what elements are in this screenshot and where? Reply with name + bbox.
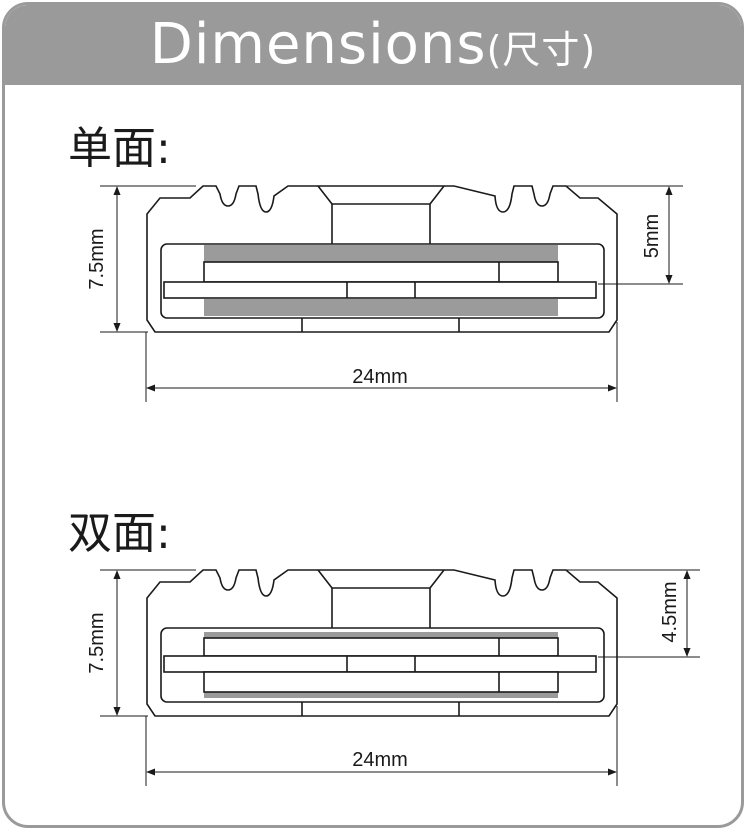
single-inner-label: 5mm [641, 214, 663, 258]
title-bar: Dimensions(尺寸) [5, 5, 741, 85]
single-sided-drawing [146, 185, 618, 333]
double-lens-layer [163, 655, 597, 673]
section-label-double: 双面: [68, 508, 171, 559]
double-inner-cavity [160, 627, 605, 703]
section-label-single: 单面: [68, 123, 171, 174]
double-chamfer-left [317, 569, 333, 589]
single-strip-bottom [204, 299, 558, 316]
single-inner-cavity [160, 243, 605, 319]
single-lens-layer [163, 281, 597, 299]
double-sided-drawing [146, 569, 618, 717]
single-width-label: 24mm [352, 366, 408, 388]
double-chamfer-right [429, 569, 445, 589]
double-strip-bottom [204, 692, 558, 698]
double-strip-top [204, 632, 558, 638]
double-pcb-bottom [203, 671, 559, 693]
single-chamfer-left [317, 185, 333, 205]
single-pcb-layer [203, 261, 559, 283]
single-chamfer-right [429, 185, 445, 205]
title-sub: (尺寸) [486, 28, 597, 72]
double-width-label: 24mm [352, 749, 408, 771]
double-outer-profile [146, 569, 618, 717]
double-pcb-top [203, 637, 559, 657]
double-height-label: 7.5mm [86, 612, 108, 673]
single-dimension-lines [100, 185, 683, 402]
single-outer-profile [146, 185, 618, 333]
double-inner-label: 4.5mm [659, 581, 681, 642]
single-height-label: 7.5mm [86, 228, 108, 289]
single-strip-top [204, 245, 558, 262]
title-main: Dimensions [149, 12, 487, 77]
double-dimension-lines [100, 569, 700, 786]
